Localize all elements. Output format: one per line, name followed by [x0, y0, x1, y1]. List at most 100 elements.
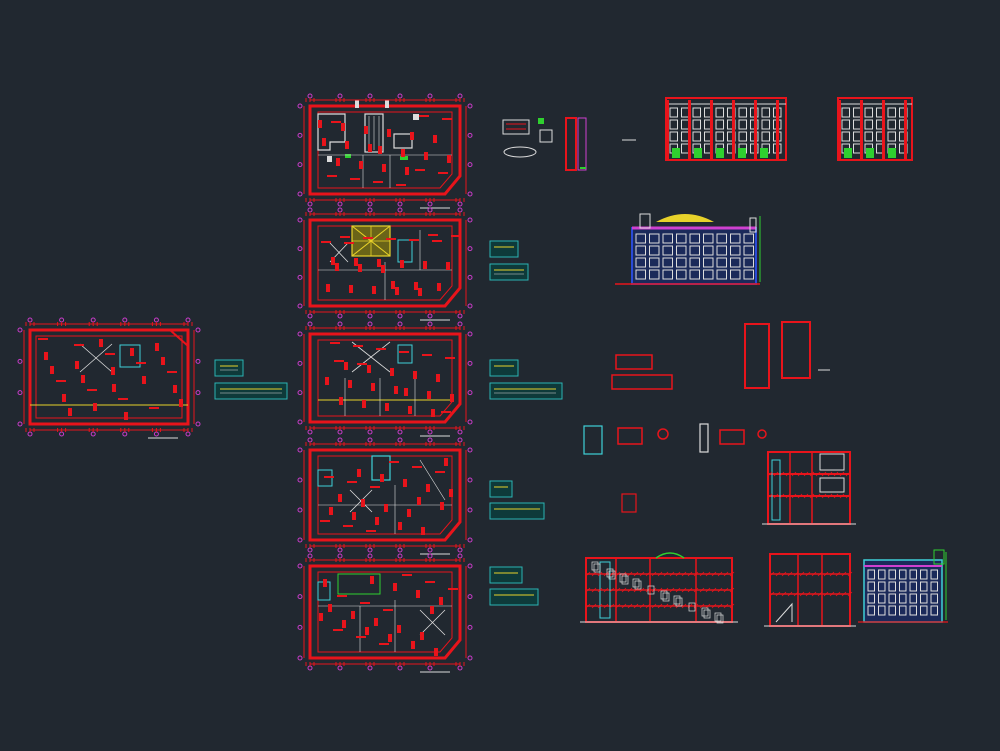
cross-section-a[interactable]	[762, 451, 856, 525]
grid-axis-marker	[297, 132, 303, 138]
detail-cluster-middle[interactable]	[583, 321, 830, 513]
window	[743, 269, 754, 280]
interior-wall	[444, 458, 448, 466]
slab-hatch	[609, 603, 615, 609]
window	[649, 257, 660, 268]
interior-wall	[386, 238, 396, 240]
window	[853, 119, 862, 130]
window	[669, 107, 678, 118]
interior-wall	[342, 620, 346, 628]
grid-axis-marker	[297, 162, 303, 168]
interior-wall	[446, 262, 450, 270]
slab-hatch	[811, 591, 817, 597]
slab-hatch	[585, 587, 591, 593]
slab-hatch	[821, 493, 827, 499]
interior-wall	[426, 484, 430, 492]
window	[703, 233, 714, 244]
slab-hatch	[845, 471, 851, 477]
grid-axis-marker	[297, 447, 303, 453]
slab-hatch	[603, 587, 609, 593]
legend-left[interactable]	[214, 359, 288, 400]
grid-axis-marker	[90, 431, 96, 437]
grid-axis-marker	[307, 665, 313, 671]
slab-hatch	[845, 493, 851, 499]
legend-floor-5[interactable]	[489, 566, 539, 606]
legend-floor-4[interactable]	[489, 240, 529, 281]
longitudinal-section[interactable]	[580, 552, 738, 623]
interior-wall	[124, 412, 128, 420]
slab-hatch	[621, 587, 627, 593]
plan-annotations-0	[17, 317, 201, 439]
window	[676, 245, 687, 256]
slab-hatch	[833, 471, 839, 477]
slab-hatch	[597, 587, 603, 593]
window	[888, 605, 896, 616]
interior-wall	[167, 371, 177, 373]
grid-axis-marker	[467, 303, 473, 309]
planter	[694, 148, 702, 158]
interior-wall	[371, 383, 375, 391]
window	[867, 593, 875, 604]
window	[635, 269, 646, 280]
detail-cluster-top[interactable]	[502, 117, 636, 171]
window	[716, 245, 727, 256]
slab-hatch	[597, 603, 603, 609]
second-floor-plan[interactable]	[308, 448, 462, 542]
window	[878, 593, 886, 604]
slab-hatch	[797, 471, 803, 477]
interior-wall	[335, 263, 339, 271]
interior-wall	[399, 351, 409, 353]
window	[887, 107, 896, 118]
interior-wall	[436, 374, 440, 382]
window	[730, 257, 741, 268]
floor-plan-left[interactable]	[28, 328, 190, 426]
interior-wall	[410, 132, 414, 140]
slab-hatch	[627, 587, 633, 593]
interior-wall	[419, 115, 429, 117]
interior-wall	[329, 507, 333, 515]
legend-floor-3[interactable]	[489, 359, 563, 400]
grid-axis-marker	[337, 553, 343, 559]
slab-hatch	[633, 571, 639, 577]
slab-hatch	[833, 493, 839, 499]
slab-hatch	[669, 571, 675, 577]
main-elevation-colored[interactable]	[615, 213, 761, 285]
window	[899, 605, 907, 616]
interior-wall	[136, 362, 146, 364]
interior-wall	[417, 497, 421, 505]
grid-axis-marker	[185, 317, 191, 323]
interior-wall	[428, 234, 438, 236]
grid-axis-marker	[367, 547, 373, 553]
side-elevation-windows	[841, 107, 908, 154]
interior-wall	[421, 527, 425, 535]
interior-wall	[325, 377, 329, 385]
interior-wall	[340, 236, 350, 238]
window	[930, 581, 938, 592]
grid-axis-marker	[367, 313, 373, 319]
grid-axis-marker	[467, 655, 473, 661]
grid-axis-marker	[307, 207, 313, 213]
interior-wall	[360, 602, 370, 604]
ground-floor-plan[interactable]	[308, 564, 462, 660]
slab-hatch	[841, 571, 847, 577]
interior-wall	[372, 286, 376, 294]
window	[635, 245, 646, 256]
window	[689, 269, 700, 280]
side-elevation-colored[interactable]	[858, 549, 948, 623]
roof-plan[interactable]	[308, 100, 462, 196]
grid-axis-marker	[307, 429, 313, 435]
slab-hatch	[717, 603, 723, 609]
grid-axis-marker	[297, 563, 303, 569]
interior-wall	[407, 509, 411, 517]
slab-hatch	[591, 571, 597, 577]
legend-floor-2[interactable]	[489, 480, 545, 520]
interior-wall	[99, 339, 103, 347]
interior-wall	[93, 403, 97, 411]
cross-section-b[interactable]	[764, 553, 856, 627]
slab-hatch	[729, 603, 735, 609]
interior-wall	[338, 494, 342, 502]
slab-hatch	[835, 591, 841, 597]
grid-axis-marker	[297, 507, 303, 513]
